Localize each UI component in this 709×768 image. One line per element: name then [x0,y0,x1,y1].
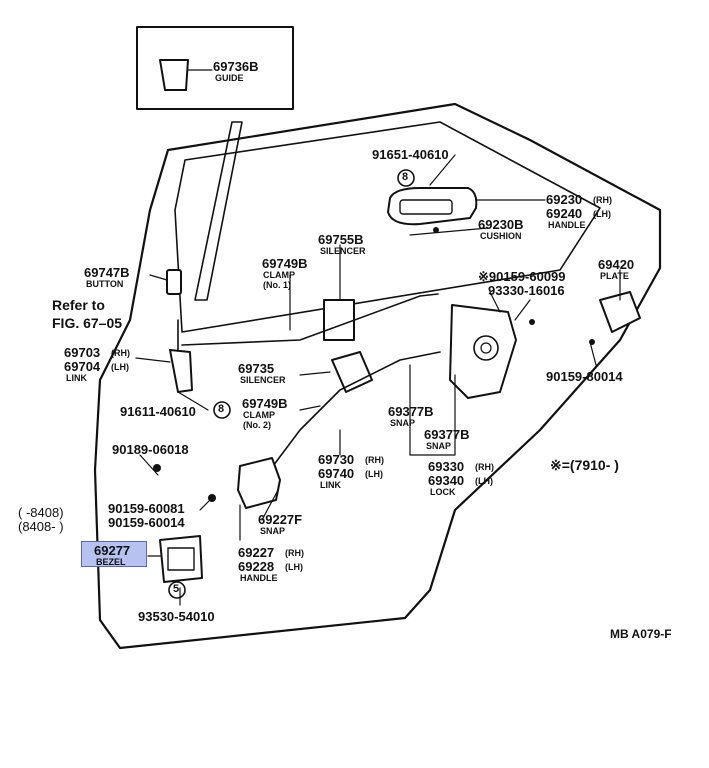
part-69704-side: (LH) [111,362,129,372]
part-69735-name: SILENCER [240,375,286,385]
guide-rail [194,121,243,301]
part-69703-side: (RH) [111,348,130,358]
part-69736b: 69736B [213,59,259,74]
part-69230-name: HANDLE [548,220,586,230]
part-91651-40610: 91651-40610 [372,147,449,162]
button-part [166,269,182,295]
part-69340: 69340 [428,473,465,488]
inside-handle [237,457,281,509]
callout-number-8-top: 8 [402,171,409,183]
part-69230b: 69230B [478,217,524,232]
diagram-id: MB A079-F [610,627,672,641]
part-69749b-no1: 69749B [262,256,308,271]
part-69740: 69740 [318,466,355,481]
part-69704: 69704 [64,359,101,374]
part-69420: 69420 [598,257,635,272]
part-69230: 69230 [546,192,583,207]
part-69703-name: LINK [66,373,87,383]
callout-circle-8-top [397,169,415,187]
refer-fig-text: FIG. 67–05 [52,315,123,331]
link-rod-upper [177,293,439,371]
part-90159-60014: 90159-60014 [108,515,185,530]
silencer-pad [331,351,373,393]
window-frame [174,121,601,333]
silencer-box [323,299,355,341]
part-93330-16016: 93330-16016 [488,283,565,298]
guide-inset-box [136,26,294,110]
part-69240-side: (LH) [593,209,611,219]
part-90159-60099: ※90159-60099 [478,269,566,284]
part-69340-side: (LH) [475,476,493,486]
guide-part [159,59,189,91]
part-93530-54010: 93530-54010 [138,609,215,624]
bezel-part [159,535,203,583]
part-69730-name: LINK [320,480,341,490]
part-69420-name: PLATE [600,271,629,281]
part-69749b-no1-name: CLAMP [263,270,295,280]
part-69377b-2-name: SNAP [426,441,452,451]
part-69330-side: (RH) [475,462,494,472]
part-90159-80014: 90159-80014 [546,369,623,384]
part-69730: 69730 [318,452,355,467]
part-69749b-no1-note: (No. 1) [263,280,291,290]
part-69377b-1: 69377B [388,404,434,419]
part-69749b-no2: 69749B [242,396,288,411]
part-69240: 69240 [546,206,583,221]
part-90159-60081: 90159-60081 [108,501,185,516]
callout-number-5: 5 [173,583,180,595]
part-69230b-name: CUSHION [480,231,522,241]
part-69755b: 69755B [318,232,364,247]
part-69740-side: (LH) [365,469,383,479]
part-91611-40610: 91611-40610 [120,404,196,419]
range-from-8408: (8408- ) [18,519,64,534]
part-69227: 69227 [238,545,275,560]
link-rod-lower [269,351,441,471]
part-69228: 69228 [238,559,275,574]
date-range-note: ※=(7910- ) [550,457,619,473]
door-panel-outline [93,102,662,650]
part-69377b-1-name: SNAP [390,418,416,428]
part-69330: 69330 [428,459,465,474]
part-69330-name: LOCK [430,487,456,497]
part-69749b-no2-name: CLAMP [243,410,275,420]
part-69277-highlighted[interactable]: 69277 [81,541,147,567]
refer-to-text: Refer to [52,297,105,313]
part-69736b-name: GUIDE [215,73,244,83]
part-69228-side: (LH) [285,562,303,572]
callout-circle-5 [168,581,186,599]
part-69730-side: (RH) [365,455,384,465]
part-69377b-2: 69377B [424,427,470,442]
range-until-8408: ( -8408) [18,505,64,520]
part-69755b-name: SILENCER [320,246,366,256]
callout-number-8-mid: 8 [218,403,225,415]
part-90189-06018: 90189-06018 [112,442,189,457]
handle-grip [399,199,453,215]
part-69230-side: (RH) [593,195,612,205]
part-69747b-name: BUTTON [86,279,124,289]
callout-circle-8-mid [213,401,231,419]
part-69227f: 69227F [258,512,303,527]
part-69747b: 69747B [84,265,130,280]
part-69703: 69703 [64,345,101,360]
part-69277-name: BEZEL [96,557,126,567]
outside-handle [387,187,478,226]
part-69227-name: HANDLE [240,573,278,583]
part-69227-side: (RH) [285,548,304,558]
part-69735: 69735 [238,361,275,376]
part-69749b-no2-note: (No. 2) [243,420,271,430]
link-bracket [169,349,193,393]
part-69227f-name: SNAP [260,526,286,536]
part-69277: 69277 [94,543,131,558]
